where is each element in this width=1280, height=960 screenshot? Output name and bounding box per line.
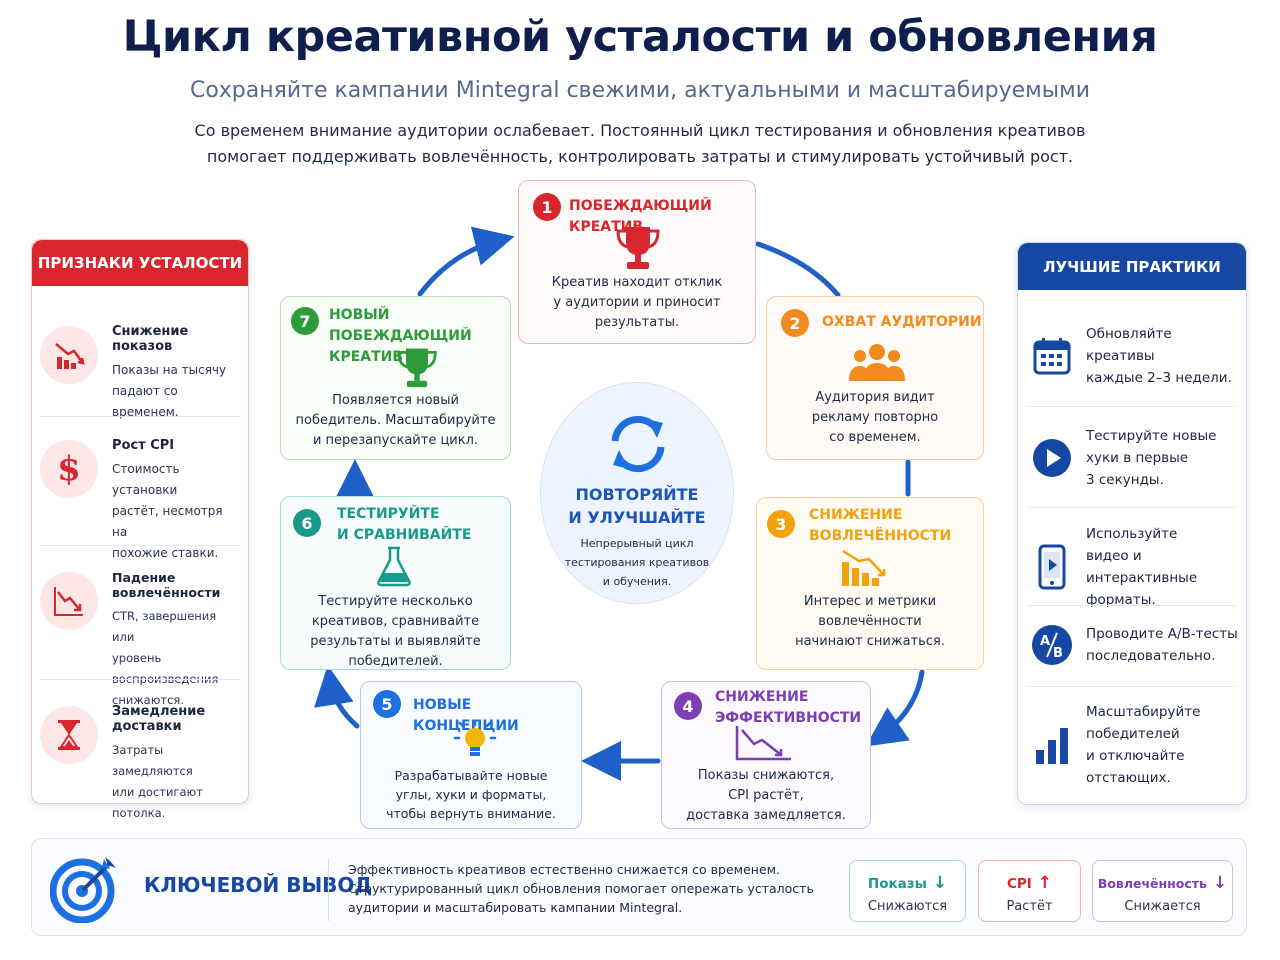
takeaway-text: Эффективность креативов естественно сниж… [348,862,814,915]
step-title: ПОБЕЖДАЮЩИЙ КРЕАТИВ [569,198,712,235]
intro-text: Со временем внимание аудитории ослабевае… [194,121,1086,166]
step-title: НОВЫЕ КОНЦЕПЦИИ [413,697,519,734]
step-number-badge: 4 [674,692,702,720]
hourglass-icon [40,706,98,764]
page-subtitle: Сохраняйте кампании Mintegral свежими, а… [189,78,1091,103]
step-number-badge: 7 [291,307,319,335]
fatigue-signs-panel: ПРИЗНАКИ УСТАЛОСТИ Снижение показов Пока… [31,239,249,820]
step-description: Показы снижаются,CPI растёт,доставка зам… [686,768,846,823]
fatigue-item-engagement: Падение вовлечённости CTR, завершения ил… [40,570,240,711]
divider [40,679,240,680]
declining-bars-icon [839,548,889,592]
calendar-icon [1028,332,1076,380]
page-title: Цикл креативной усталости и обновления [122,12,1158,62]
metric-engagement: Вовлечённость↓ Снижается [1092,860,1233,922]
flask-icon [375,545,413,591]
trophy-icon [615,223,661,277]
step-number-badge: 5 [373,690,401,718]
mobile-video-icon [1028,543,1076,591]
lightbulb-icon [453,719,497,766]
step-number-badge: 2 [781,309,809,337]
svg-text:A: A [1040,634,1050,649]
target-icon [49,853,120,927]
declining-line-chart-icon [734,724,794,766]
cycle-step-1: 1 ПОБЕЖДАЮЩИЙ КРЕАТИВ Креатив находит от… [518,180,756,344]
divider [40,416,240,417]
declining-bar-chart-icon [40,326,98,384]
metric-impressions: Показы↓ Снижаются [849,860,966,922]
step-number-badge: 3 [767,510,795,538]
arrow-down-icon: ↓ [932,873,948,893]
divider [1028,406,1236,407]
arrow-down-icon: ↓ [1212,873,1228,893]
takeaway-title: КЛЮЧЕВОЙ ВЫВОД [144,873,373,897]
downtrend-line-icon [40,572,98,630]
step-number-badge: 1 [533,193,561,221]
step-title: ОХВАТ АУДИТОРИИ [822,314,982,330]
divider [1028,605,1236,606]
refresh-icon [603,411,673,481]
arrow-5-to-6 [314,665,360,729]
svg-text:B: B [1053,646,1063,661]
step-number-badge: 6 [293,509,321,537]
arrow-3-to-4 [865,669,925,747]
key-takeaway-panel: КЛЮЧЕВОЙ ВЫВОД Эффективность креативов е… [31,838,1247,936]
play-icon [1028,434,1076,482]
best-practices-heading: ЛУЧШИЕ ПРАКТИКИ [1018,243,1246,290]
metric-cpi: CPI↑ Растёт [978,860,1081,922]
fatigue-signs-heading: ПРИЗНАКИ УСТАЛОСТИ [32,240,248,286]
divider [328,859,329,921]
arrow-7-to-1 [417,226,515,297]
arrow-1-to-2 [755,241,841,298]
audience-icon [849,343,905,387]
bar-chart-icon [1028,721,1076,769]
divider [40,545,240,546]
trophy-icon [395,345,439,393]
divider [1028,686,1236,687]
dollar-icon: $ [40,440,98,498]
arrow-up-icon: ↑ [1037,873,1053,893]
divider [1028,507,1236,508]
